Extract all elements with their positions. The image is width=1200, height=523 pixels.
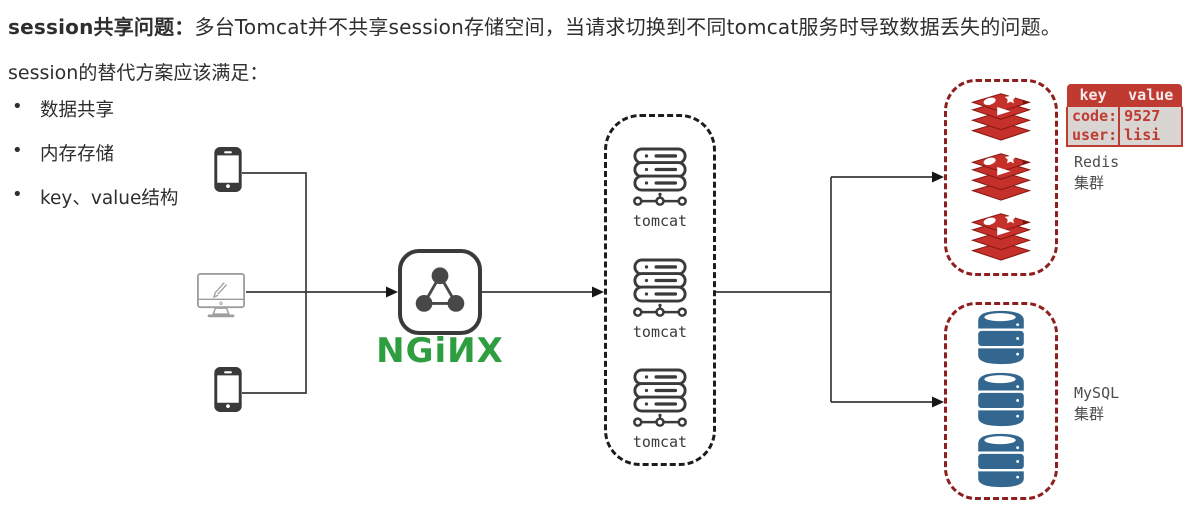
title-description: 多台Tomcat并不共享session存储空间，当请求切换到不同tomcat服务… bbox=[194, 15, 1062, 39]
smartphone-icon bbox=[214, 367, 242, 416]
title-term: session共享问题： bbox=[8, 15, 195, 39]
nginx-logo-text: NGiИX bbox=[376, 331, 504, 371]
server-stack-icon bbox=[632, 368, 688, 432]
tomcat-label: tomcat bbox=[632, 322, 688, 341]
mysql-database-icon bbox=[974, 309, 1028, 370]
kv-value: 9527 bbox=[1118, 107, 1184, 126]
list-item: 数据共享 bbox=[10, 96, 178, 123]
kv-row: user: lisi bbox=[1065, 126, 1184, 147]
subtitle: session的替代方案应该满足： bbox=[8, 62, 269, 84]
redis-cluster-label: Redis 集群 bbox=[1074, 153, 1120, 192]
tomcat-server: tomcat bbox=[632, 368, 688, 451]
desktop-computer-icon bbox=[197, 271, 245, 327]
tomcat-label: tomcat bbox=[632, 212, 688, 230]
list-item: key、value结构 bbox=[10, 184, 178, 211]
kv-header-key: key bbox=[1067, 84, 1120, 107]
mysql-cluster-label: MySQL 集群 bbox=[1074, 384, 1120, 423]
tomcat-server: tomcat bbox=[632, 147, 688, 230]
pencil-glyph bbox=[212, 282, 228, 299]
tomcat-server: tomcat bbox=[632, 258, 688, 341]
tomcat-label: tomcat bbox=[632, 433, 688, 451]
page-title: session共享问题：多台Tomcat并不共享session存储空间，当请求切… bbox=[8, 11, 1061, 40]
redis-database-icon bbox=[970, 149, 1032, 206]
server-stack-icon bbox=[632, 147, 688, 211]
requirement-list: 数据共享 内存存储 key、value结构 bbox=[10, 96, 178, 228]
nginx-node-triangle-icon bbox=[409, 258, 471, 326]
redis-database-icon bbox=[970, 209, 1032, 266]
smartphone-icon bbox=[214, 147, 242, 196]
redis-cluster bbox=[944, 79, 1058, 276]
session-kv-table: key value code: 9527 user: lisi bbox=[1065, 84, 1184, 147]
kv-row: code: 9527 bbox=[1065, 107, 1184, 126]
list-item: 内存存储 bbox=[10, 140, 178, 167]
server-stack-icon bbox=[632, 258, 688, 322]
mysql-database-icon bbox=[974, 371, 1028, 432]
mysql-database-icon bbox=[974, 432, 1028, 493]
kv-key: code: bbox=[1065, 107, 1120, 126]
kv-key: user: bbox=[1065, 126, 1120, 147]
kv-header-value: value bbox=[1119, 84, 1183, 107]
nginx-node bbox=[398, 249, 482, 335]
redis-database-icon bbox=[970, 89, 1032, 146]
kv-value: lisi bbox=[1118, 126, 1184, 147]
mysql-cluster bbox=[944, 302, 1058, 500]
tomcat-cluster: tomcat bbox=[604, 114, 716, 466]
kv-header-row: key value bbox=[1067, 84, 1183, 107]
